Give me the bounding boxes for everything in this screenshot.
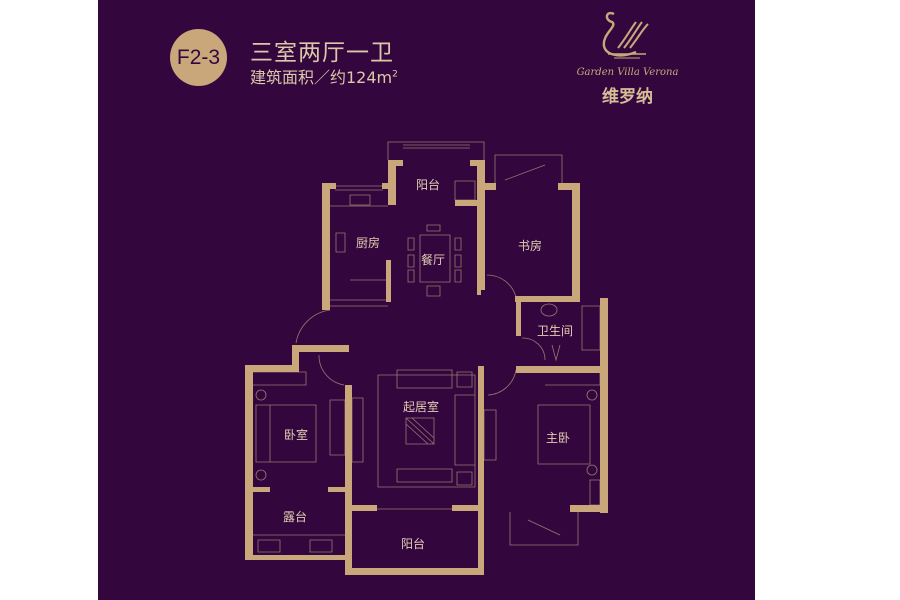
room-labels: 阳台 厨房 餐厅 书房 卫生间 起居室 卧室 主卧 露台 阳台 — [283, 177, 573, 551]
walls — [245, 160, 608, 575]
room-label-bathroom: 卫生间 — [537, 324, 573, 338]
room-label-balcony-south: 阳台 — [401, 536, 425, 551]
area-label: 建筑面积／约124m — [250, 68, 393, 87]
room-label-study: 书房 — [518, 238, 542, 253]
brand-name-en: Garden Villa Verona — [576, 67, 679, 78]
room-label-terrace: 露台 — [283, 509, 307, 524]
room-label-master-bedroom: 主卧 — [546, 431, 570, 445]
unit-code: F2-3 — [176, 45, 221, 69]
room-label-dining: 餐厅 — [421, 252, 445, 267]
background-panel — [98, 0, 755, 600]
layout-type-title: 三室两厅一卫 — [250, 40, 394, 66]
room-label-bedroom: 卧室 — [284, 427, 308, 442]
room-label-living: 起居室 — [403, 399, 439, 414]
room-label-kitchen: 厨房 — [356, 235, 380, 250]
unit-code-badge: F2-3 — [170, 29, 227, 86]
swan-logo-icon — [602, 11, 649, 59]
area-subtitle: 建筑面积／约124m2 — [250, 64, 398, 88]
room-label-balcony-north: 阳台 — [416, 177, 440, 192]
brand-name-cn: 维罗纳 — [602, 87, 653, 107]
area-superscript: 2 — [392, 69, 398, 80]
